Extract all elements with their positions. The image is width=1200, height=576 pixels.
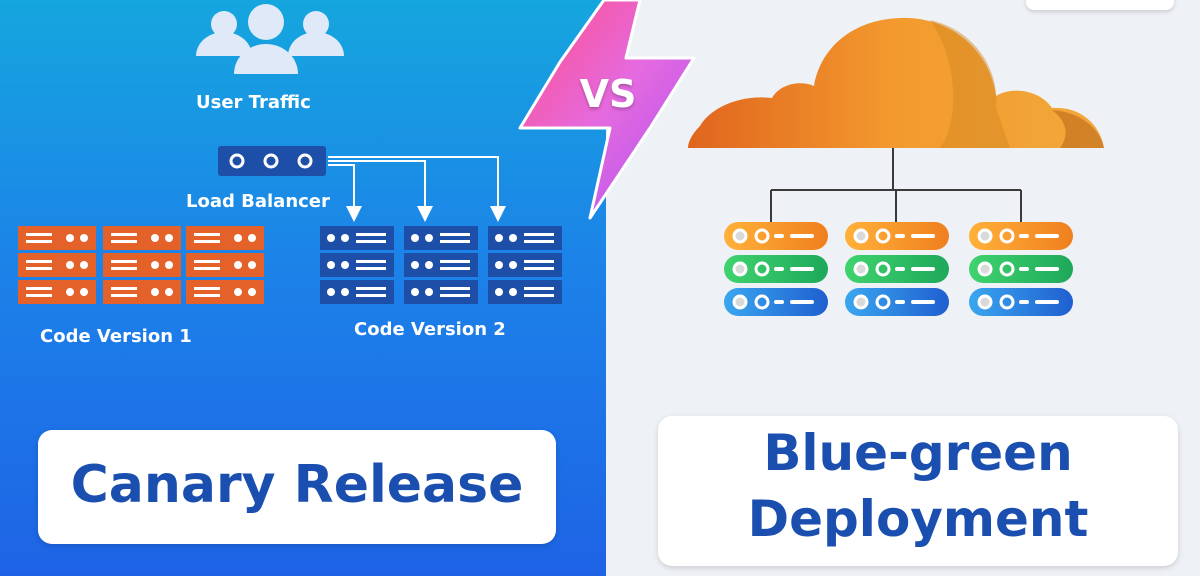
code-version-1-servers xyxy=(18,226,264,304)
blue-green-servers xyxy=(724,222,1073,316)
routing-arrows xyxy=(328,156,506,222)
code-version-2-label: Code Version 2 xyxy=(354,319,506,340)
cloud-connector-lines xyxy=(770,148,1022,222)
top-tab xyxy=(1026,0,1174,10)
canary-release-card xyxy=(38,430,556,544)
vs-label: VS xyxy=(579,72,637,116)
blue-green-title-line1: Blue-green xyxy=(763,424,1073,482)
load-balancer-icon xyxy=(218,146,326,176)
orange-server-rack-3 xyxy=(186,226,264,304)
users-icon xyxy=(196,4,344,74)
blue-server-rack-3 xyxy=(488,226,562,304)
blue-server-rack-1 xyxy=(320,226,394,304)
user-traffic-label: User Traffic xyxy=(196,92,311,113)
code-version-1-label: Code Version 1 xyxy=(40,326,192,347)
load-balancer-label: Load Balancer xyxy=(186,191,330,212)
orange-server-rack-1 xyxy=(18,226,96,304)
blue-server-rack-2 xyxy=(404,226,478,304)
server-stack-2 xyxy=(845,222,949,316)
server-stack-3 xyxy=(969,222,1073,316)
orange-server-rack-2 xyxy=(103,226,181,304)
vs-bolt-icon xyxy=(518,0,696,220)
cloud-icon xyxy=(688,17,1104,149)
code-version-2-servers xyxy=(320,226,562,304)
server-stack-1 xyxy=(724,222,828,316)
canary-release-title: Canary Release xyxy=(70,455,524,515)
blue-green-title-line2: Deployment xyxy=(747,490,1089,548)
blue-green-deployment-card xyxy=(658,416,1178,566)
